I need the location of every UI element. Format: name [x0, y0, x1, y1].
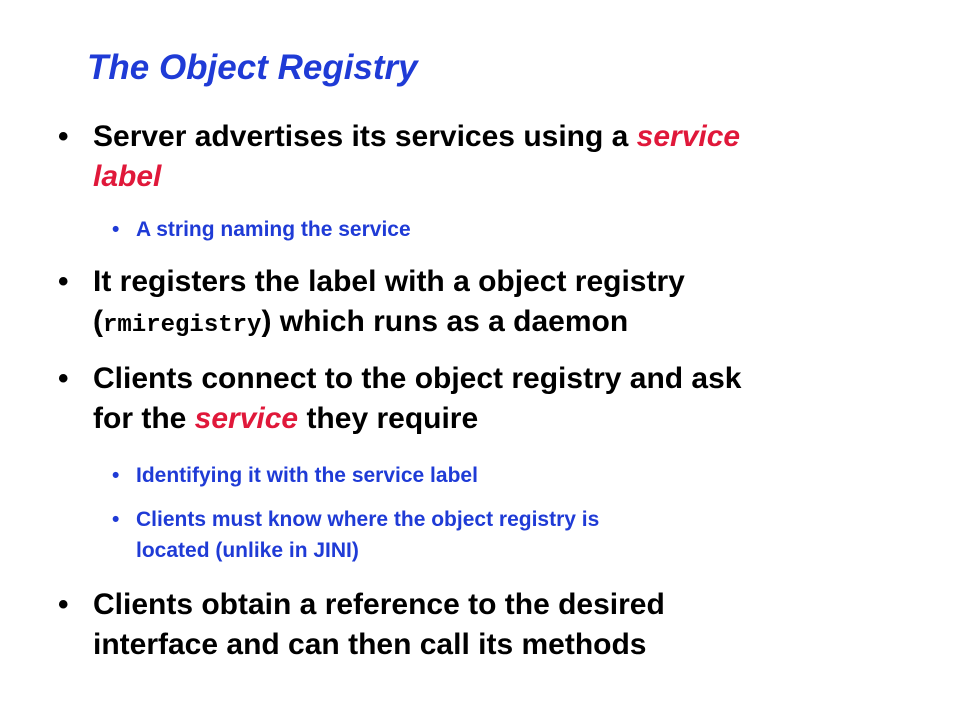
- bullet-clients-obtain: • Clients obtain a reference to the desi…: [58, 585, 918, 665]
- bullet-text-line2: ) which runs as a daemon: [261, 305, 629, 338]
- bullet-registers-label: • It registers the label with a object r…: [58, 262, 918, 342]
- bullet-server-advertises: • Server advertises its services using a…: [58, 117, 918, 197]
- bullet-text: for the: [93, 402, 195, 435]
- paren: (: [93, 305, 103, 338]
- bullet-text: they require: [298, 402, 479, 435]
- slide-title: The Object Registry: [87, 48, 418, 87]
- bullet-text: Server advertises its services using a: [93, 120, 637, 153]
- bullet-text-line1: It registers the label with a object reg…: [93, 265, 685, 298]
- subbullet-identifying: • Identifying it with the service label: [112, 460, 912, 491]
- bullet-dot: •: [112, 218, 120, 241]
- bullet-text-line1: Clients connect to the object registry a…: [93, 362, 742, 395]
- emphasis-service: service: [636, 120, 741, 153]
- bullet-dot: •: [112, 464, 120, 487]
- subbullet-text: Identifying it with the service label: [136, 464, 478, 487]
- emphasis-label: label: [93, 160, 162, 193]
- bullet-text-line1: Clients obtain a reference to the desire…: [93, 588, 665, 621]
- subbullet-text-line2: located (unlike in JINI): [136, 539, 359, 562]
- bullet-clients-connect: • Clients connect to the object registry…: [58, 359, 918, 439]
- bullet-dot: •: [112, 508, 120, 531]
- subbullet-string-naming: • A string naming the service: [112, 214, 912, 245]
- subbullet-must-know: • Clients must know where the object reg…: [112, 504, 912, 568]
- bullet-dot: •: [58, 265, 69, 298]
- bullet-dot: •: [58, 120, 69, 153]
- bullet-dot: •: [58, 588, 69, 621]
- bullet-text-line2: interface and can then call its methods: [93, 628, 647, 661]
- emphasis-service: service: [194, 402, 299, 435]
- bullet-dot: •: [58, 362, 69, 395]
- subbullet-text-line1: Clients must know where the object regis…: [136, 508, 600, 531]
- code-rmiregistry: rmiregistry: [103, 312, 262, 339]
- subbullet-text: A string naming the service: [136, 218, 411, 241]
